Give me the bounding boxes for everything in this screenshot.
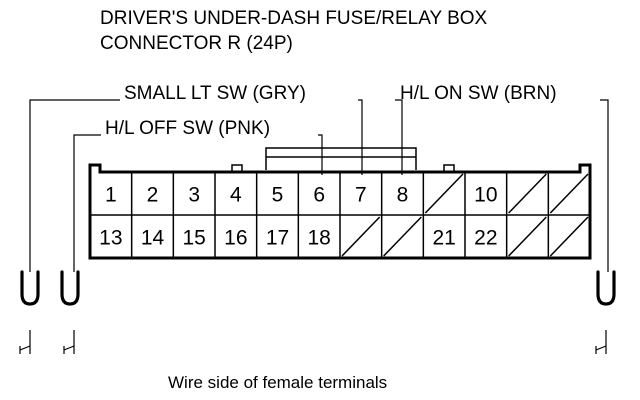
leader-line-hl-off-sw — [73, 134, 323, 272]
pin-14: 14 — [141, 227, 165, 250]
unused-cavity — [424, 173, 464, 214]
pin-7: 7 — [355, 184, 367, 207]
pin-21: 21 — [432, 227, 455, 250]
terminal-hook-left-2 — [60, 270, 80, 354]
callout-hl-off-sw: H/L OFF SW (PNK) — [105, 118, 270, 139]
unused-cavity — [508, 173, 547, 214]
pin-18: 18 — [307, 227, 330, 250]
diagram-title-line2: CONNECTOR R (24P) — [100, 33, 293, 54]
pin-13: 13 — [99, 227, 122, 250]
unused-cavity — [341, 216, 381, 257]
pin-8: 8 — [397, 184, 409, 207]
pin-3: 3 — [188, 184, 200, 207]
leader-line-small-lt-sw — [29, 99, 363, 272]
connector-body — [88, 147, 592, 260]
pin-16: 16 — [224, 227, 247, 250]
callout-small-lt-sw: SMALL LT SW (GRY) — [124, 83, 306, 104]
pin-4: 4 — [230, 184, 242, 207]
pin-17: 17 — [266, 227, 289, 250]
unused-cavity — [508, 216, 547, 257]
pin-15: 15 — [182, 227, 205, 250]
pin-10: 10 — [474, 184, 497, 207]
unused-cavity — [549, 173, 589, 214]
callout-hl-on-sw: H/L ON SW (BRN) — [400, 83, 557, 104]
terminal-hook-left-1 — [19, 270, 40, 354]
pin-6: 6 — [313, 184, 325, 207]
unused-cavity — [383, 216, 422, 257]
pin-2: 2 — [147, 184, 159, 207]
diagram-caption: Wire side of female terminals — [168, 373, 387, 392]
terminal-hook-right — [595, 270, 616, 354]
diagram-title-line1: DRIVER'S UNDER-DASH FUSE/RELAY BOX — [100, 8, 488, 29]
pin-22: 22 — [474, 227, 497, 250]
leader-line-hl-on-sw — [395, 99, 609, 272]
unused-cavity — [549, 216, 589, 257]
pin-5: 5 — [272, 184, 284, 207]
pin-numbers: 1 2 3 4 5 6 7 8 10 13 14 15 16 17 18 21 22 — [99, 184, 497, 250]
pin-1: 1 — [105, 184, 117, 207]
